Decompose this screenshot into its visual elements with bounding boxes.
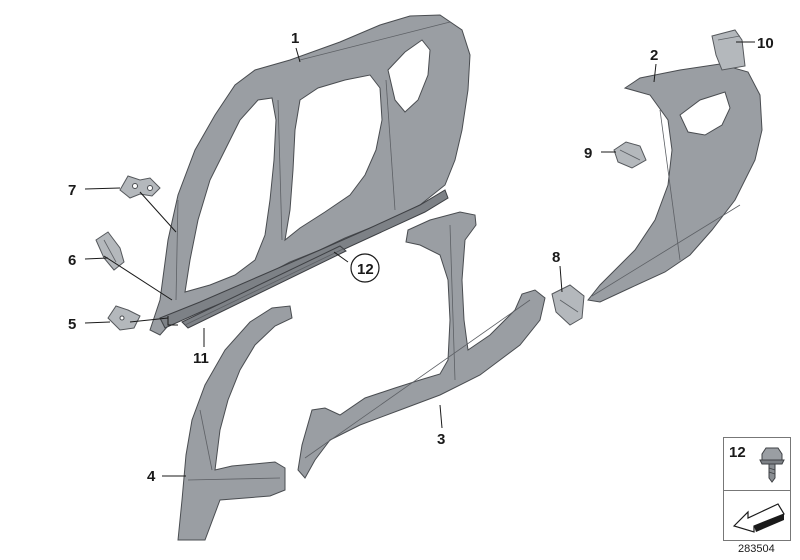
part-1-side-frame bbox=[149, 14, 471, 336]
callout-1: 1 bbox=[291, 30, 299, 47]
part-11-sill-strip bbox=[181, 245, 347, 329]
part-6-bracket bbox=[95, 231, 125, 271]
callout-8: 8 bbox=[552, 249, 560, 266]
legend-box: 12 bbox=[723, 437, 791, 541]
callout-10: 10 bbox=[757, 35, 774, 52]
part-3-b-pillar-sill bbox=[297, 211, 546, 479]
orientation-arrow-icon bbox=[732, 503, 785, 533]
part-7-bracket bbox=[119, 175, 161, 199]
diagram-id: 283504 bbox=[738, 543, 775, 555]
part-8-bracket bbox=[551, 284, 585, 326]
callout-4: 4 bbox=[147, 468, 156, 485]
part-4-a-pillar bbox=[177, 305, 293, 541]
callout-7: 7 bbox=[68, 182, 76, 199]
callout-3: 3 bbox=[437, 431, 445, 448]
part-9-bracket bbox=[613, 141, 647, 169]
callout-12-circle bbox=[350, 253, 380, 283]
legend-divider bbox=[724, 490, 790, 491]
part-2-rear-quarter bbox=[587, 63, 763, 303]
part-10-patch bbox=[711, 29, 746, 71]
legend-part-number: 12 bbox=[729, 444, 746, 461]
bolt-icon bbox=[759, 447, 785, 483]
callout-9: 9 bbox=[584, 145, 592, 162]
leader-lines bbox=[84, 41, 755, 477]
part-5-bracket bbox=[107, 305, 141, 331]
callout-11: 11 bbox=[193, 350, 209, 367]
callout-5: 5 bbox=[68, 316, 76, 333]
callout-2: 2 bbox=[650, 47, 658, 64]
callout-12: 12 bbox=[357, 261, 374, 278]
callout-6: 6 bbox=[68, 252, 76, 269]
